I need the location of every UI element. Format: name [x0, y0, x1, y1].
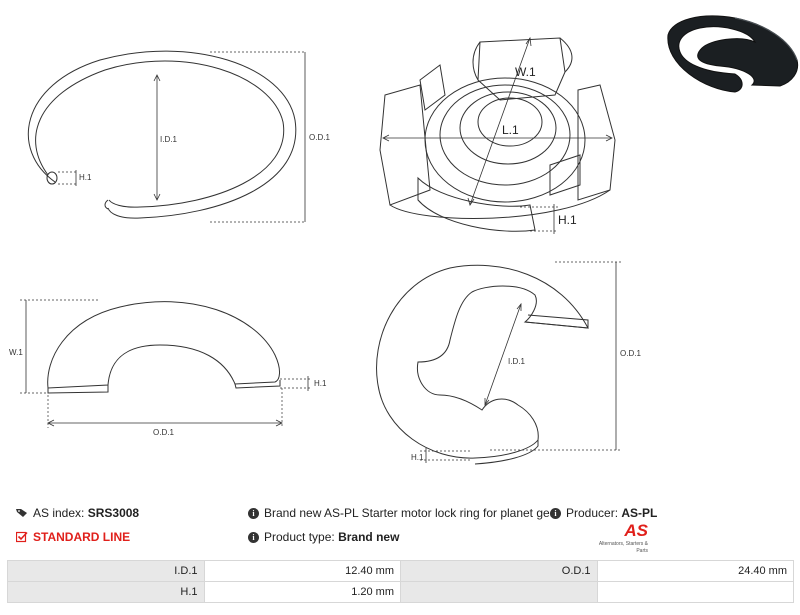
producer-label: Producer:	[566, 506, 619, 520]
clip-h-label: H.1	[411, 453, 424, 462]
description-row: i Brand new AS-PL Starter motor lock rin…	[248, 506, 560, 520]
as-index-value: SRS3008	[87, 506, 140, 520]
side-h-label: H.1	[314, 379, 327, 388]
table-row: H.1 1.20 mm	[7, 581, 794, 603]
info-icon: i	[248, 531, 259, 543]
info-icon: i	[550, 507, 561, 519]
producer-row: i Producer: AS-PL	[550, 506, 657, 520]
tag-icon	[16, 509, 27, 517]
ring-id-label: I.D.1	[160, 135, 177, 144]
as-index-label: AS index:	[33, 506, 85, 520]
gear-w-label: W.1	[515, 65, 536, 79]
product-photo	[667, 15, 799, 93]
spec-value: 24.40 mm	[596, 560, 794, 582]
logo-mark: AS	[624, 521, 648, 540]
product-type-row: i Product type: Brand new	[248, 530, 399, 544]
spec-key: I.D.1	[7, 560, 205, 582]
producer-value: AS-PL	[621, 506, 658, 520]
clip-front-view	[376, 261, 622, 465]
product-description: Brand new AS-PL Starter motor lock ring …	[264, 506, 561, 520]
brand-logo: AS Alternators, Starters & Parts	[586, 522, 648, 554]
checkbox-checked-icon	[16, 531, 28, 543]
ring-h-label: H.1	[79, 173, 92, 182]
gear-h-label: H.1	[558, 213, 577, 227]
spec-value	[596, 581, 794, 603]
product-type-label: Product type:	[264, 530, 335, 544]
spec-key: H.1	[7, 581, 205, 603]
ring-side-view	[20, 299, 312, 428]
logo-tagline: Alternators, Starters & Parts	[598, 541, 648, 554]
technical-drawings: I.D.1 O.D.1 H.1 W.1 L.1 H.1	[9, 15, 799, 465]
clip-od-label: O.D.1	[620, 349, 641, 358]
side-od-label: O.D.1	[153, 428, 174, 437]
spec-table: I.D.1 12.40 mm O.D.1 24.40 mm H.1 1.20 m…	[7, 560, 794, 603]
info-icon: i	[248, 507, 259, 519]
side-w-label: W.1	[9, 348, 23, 357]
spec-key: O.D.1	[400, 560, 598, 582]
gear-isometric-view	[379, 36, 616, 234]
standard-line-label: STANDARD LINE	[33, 530, 131, 544]
as-index-row: AS index: SRS3008	[16, 506, 139, 520]
table-row: I.D.1 12.40 mm O.D.1 24.40 mm	[7, 560, 794, 582]
spec-key	[400, 581, 598, 603]
spec-value: 1.20 mm	[203, 581, 401, 603]
ring-od-label: O.D.1	[309, 133, 330, 142]
gear-l-label: L.1	[502, 123, 519, 137]
standard-line-row: STANDARD LINE	[16, 530, 130, 544]
product-type-value: Brand new	[338, 530, 400, 544]
spec-value: 12.40 mm	[203, 560, 401, 582]
clip-id-label: I.D.1	[508, 357, 525, 366]
ring-top-view	[27, 50, 306, 223]
